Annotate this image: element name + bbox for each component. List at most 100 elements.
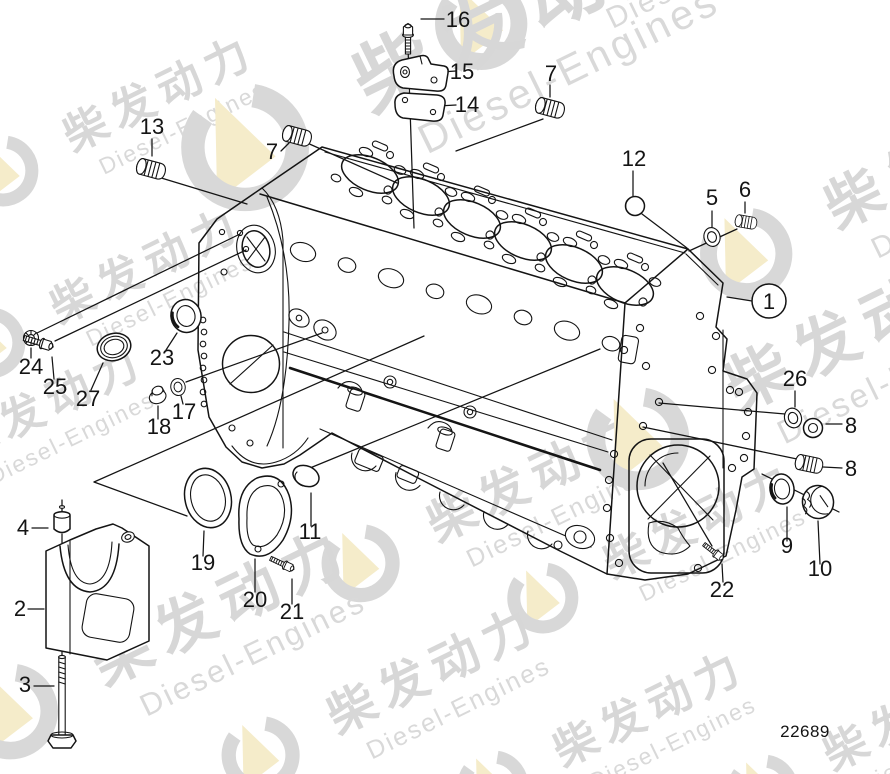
- callout-label-23: 23: [150, 345, 174, 370]
- cylinder-block-illustration: [197, 140, 758, 581]
- cylinder-bore: [442, 199, 502, 239]
- part-18-bolt-icon: [148, 385, 167, 405]
- part-8a-plug-icon: [802, 417, 824, 439]
- callout-label-26: 26: [783, 366, 807, 391]
- plate-bolt-hole: [199, 388, 207, 396]
- callout-label-21: 21: [280, 599, 304, 624]
- callout-label-2: 2: [14, 596, 26, 621]
- callout-label-6: 6: [739, 177, 751, 202]
- gasket-hole: [436, 172, 446, 182]
- gasket-hole: [381, 195, 393, 205]
- rear-face-hole: [725, 385, 735, 395]
- cylinder-bore: [391, 176, 451, 216]
- drawing-number: 22689: [780, 722, 830, 741]
- label-leader-22: [721, 563, 724, 583]
- injector-boss: [337, 381, 366, 412]
- callout-label-3: 3: [19, 672, 31, 697]
- watermark-logo-icon: [0, 135, 39, 207]
- pan-rail-scallop: [482, 510, 509, 530]
- rear-face-hole: [654, 397, 664, 407]
- gasket-hole: [562, 236, 578, 248]
- label-leader-23: [165, 332, 178, 351]
- plate-bolt-hole: [200, 376, 208, 384]
- cylinder-bore: [544, 244, 604, 284]
- watermark-accent-triangle: [0, 674, 33, 752]
- gasket-hole: [483, 240, 495, 250]
- plate-center-band: [266, 196, 290, 447]
- callout-label-9: 9: [781, 533, 793, 558]
- gasket-hole: [638, 297, 648, 307]
- watermark-accent-triangle: [724, 218, 769, 293]
- plate-bolt-hole: [200, 400, 208, 408]
- gasket-hole: [487, 195, 497, 205]
- callout-label-8b: 8: [845, 456, 857, 481]
- recess-kidney-slot: [647, 520, 691, 555]
- leader-7a: [304, 141, 398, 184]
- label-leader-7a: [280, 142, 290, 152]
- pan-rail-scallop: [438, 491, 465, 511]
- pan-rail-slot: [354, 448, 384, 472]
- side-face-opening: [337, 257, 357, 273]
- side-face-opening: [377, 268, 405, 289]
- rear-face-hole: [707, 365, 717, 375]
- gasket-slot: [473, 185, 491, 197]
- rear-bottom-boss: [564, 524, 596, 550]
- rear-face-hole: [635, 323, 645, 333]
- callout-label-1: 1: [763, 289, 775, 314]
- callout-label-13: 13: [140, 114, 164, 139]
- gasket-hole: [485, 230, 495, 240]
- part-19-seal-ring-icon: [183, 467, 233, 529]
- part-7b-cup-plug-icon: [533, 95, 567, 121]
- side-rail-line: [283, 351, 609, 453]
- rear-face-hole: [743, 407, 753, 417]
- watermark-cjk-text: 柴发动力: [815, 644, 890, 774]
- part-3-bolt-icon: [47, 654, 77, 749]
- rear-face-hole: [604, 475, 614, 485]
- gasket-hole: [460, 191, 476, 203]
- label-leader-10: [817, 520, 821, 565]
- part-12-plug-icon: [624, 195, 646, 217]
- gasket-hole: [495, 210, 509, 220]
- gasket-hole: [434, 207, 444, 217]
- pan-rail-scallop: [350, 452, 377, 472]
- mount-bulge-curve: [231, 437, 309, 465]
- part-14-cover-icon: [394, 92, 446, 122]
- rear-face-hole: [638, 421, 648, 431]
- rear-face-hole: [614, 558, 624, 568]
- side-face-opening: [601, 335, 621, 352]
- label-leader-17: [180, 395, 184, 405]
- plate-hole: [242, 245, 250, 253]
- flywheel-recess: [628, 438, 725, 574]
- pan-rail-scallop: [394, 471, 421, 491]
- part-2-bracket-icon: [45, 523, 150, 661]
- leader-26-8: [658, 402, 786, 415]
- gasket-hole: [358, 146, 374, 158]
- watermark-logo-icon: [727, 754, 799, 774]
- side-face-opening: [289, 241, 317, 263]
- pan-rail-hole: [553, 540, 563, 550]
- gasket-hole: [534, 263, 546, 273]
- gasket-hole: [538, 217, 548, 227]
- leader-8b: [642, 426, 798, 460]
- part-11-plug-icon: [292, 464, 320, 488]
- rear-face-hole: [739, 453, 749, 463]
- block-silhouette: [197, 146, 758, 581]
- part-10-screw-plug-icon: [801, 484, 835, 520]
- plate-lower-bore: [221, 334, 281, 394]
- rear-face-hole: [734, 387, 744, 397]
- gasket-hole: [385, 150, 395, 160]
- rear-face-hole: [727, 463, 737, 473]
- watermark-accent-triangle: [342, 533, 380, 596]
- callout-label-16: 16: [446, 7, 470, 32]
- head-gasket-face: [330, 140, 662, 310]
- bore-cross-line: [246, 236, 266, 262]
- gasket-hole: [613, 258, 629, 270]
- gasket-hole: [648, 277, 662, 287]
- watermark-logo-icon: [435, 0, 528, 70]
- watermark-cjk-text: 柴发动力: [814, 64, 890, 242]
- part-27-seal-icon: [96, 332, 132, 362]
- rear-face-hole: [741, 431, 751, 441]
- gasket-slot: [422, 162, 440, 174]
- side-face-opening: [513, 309, 533, 326]
